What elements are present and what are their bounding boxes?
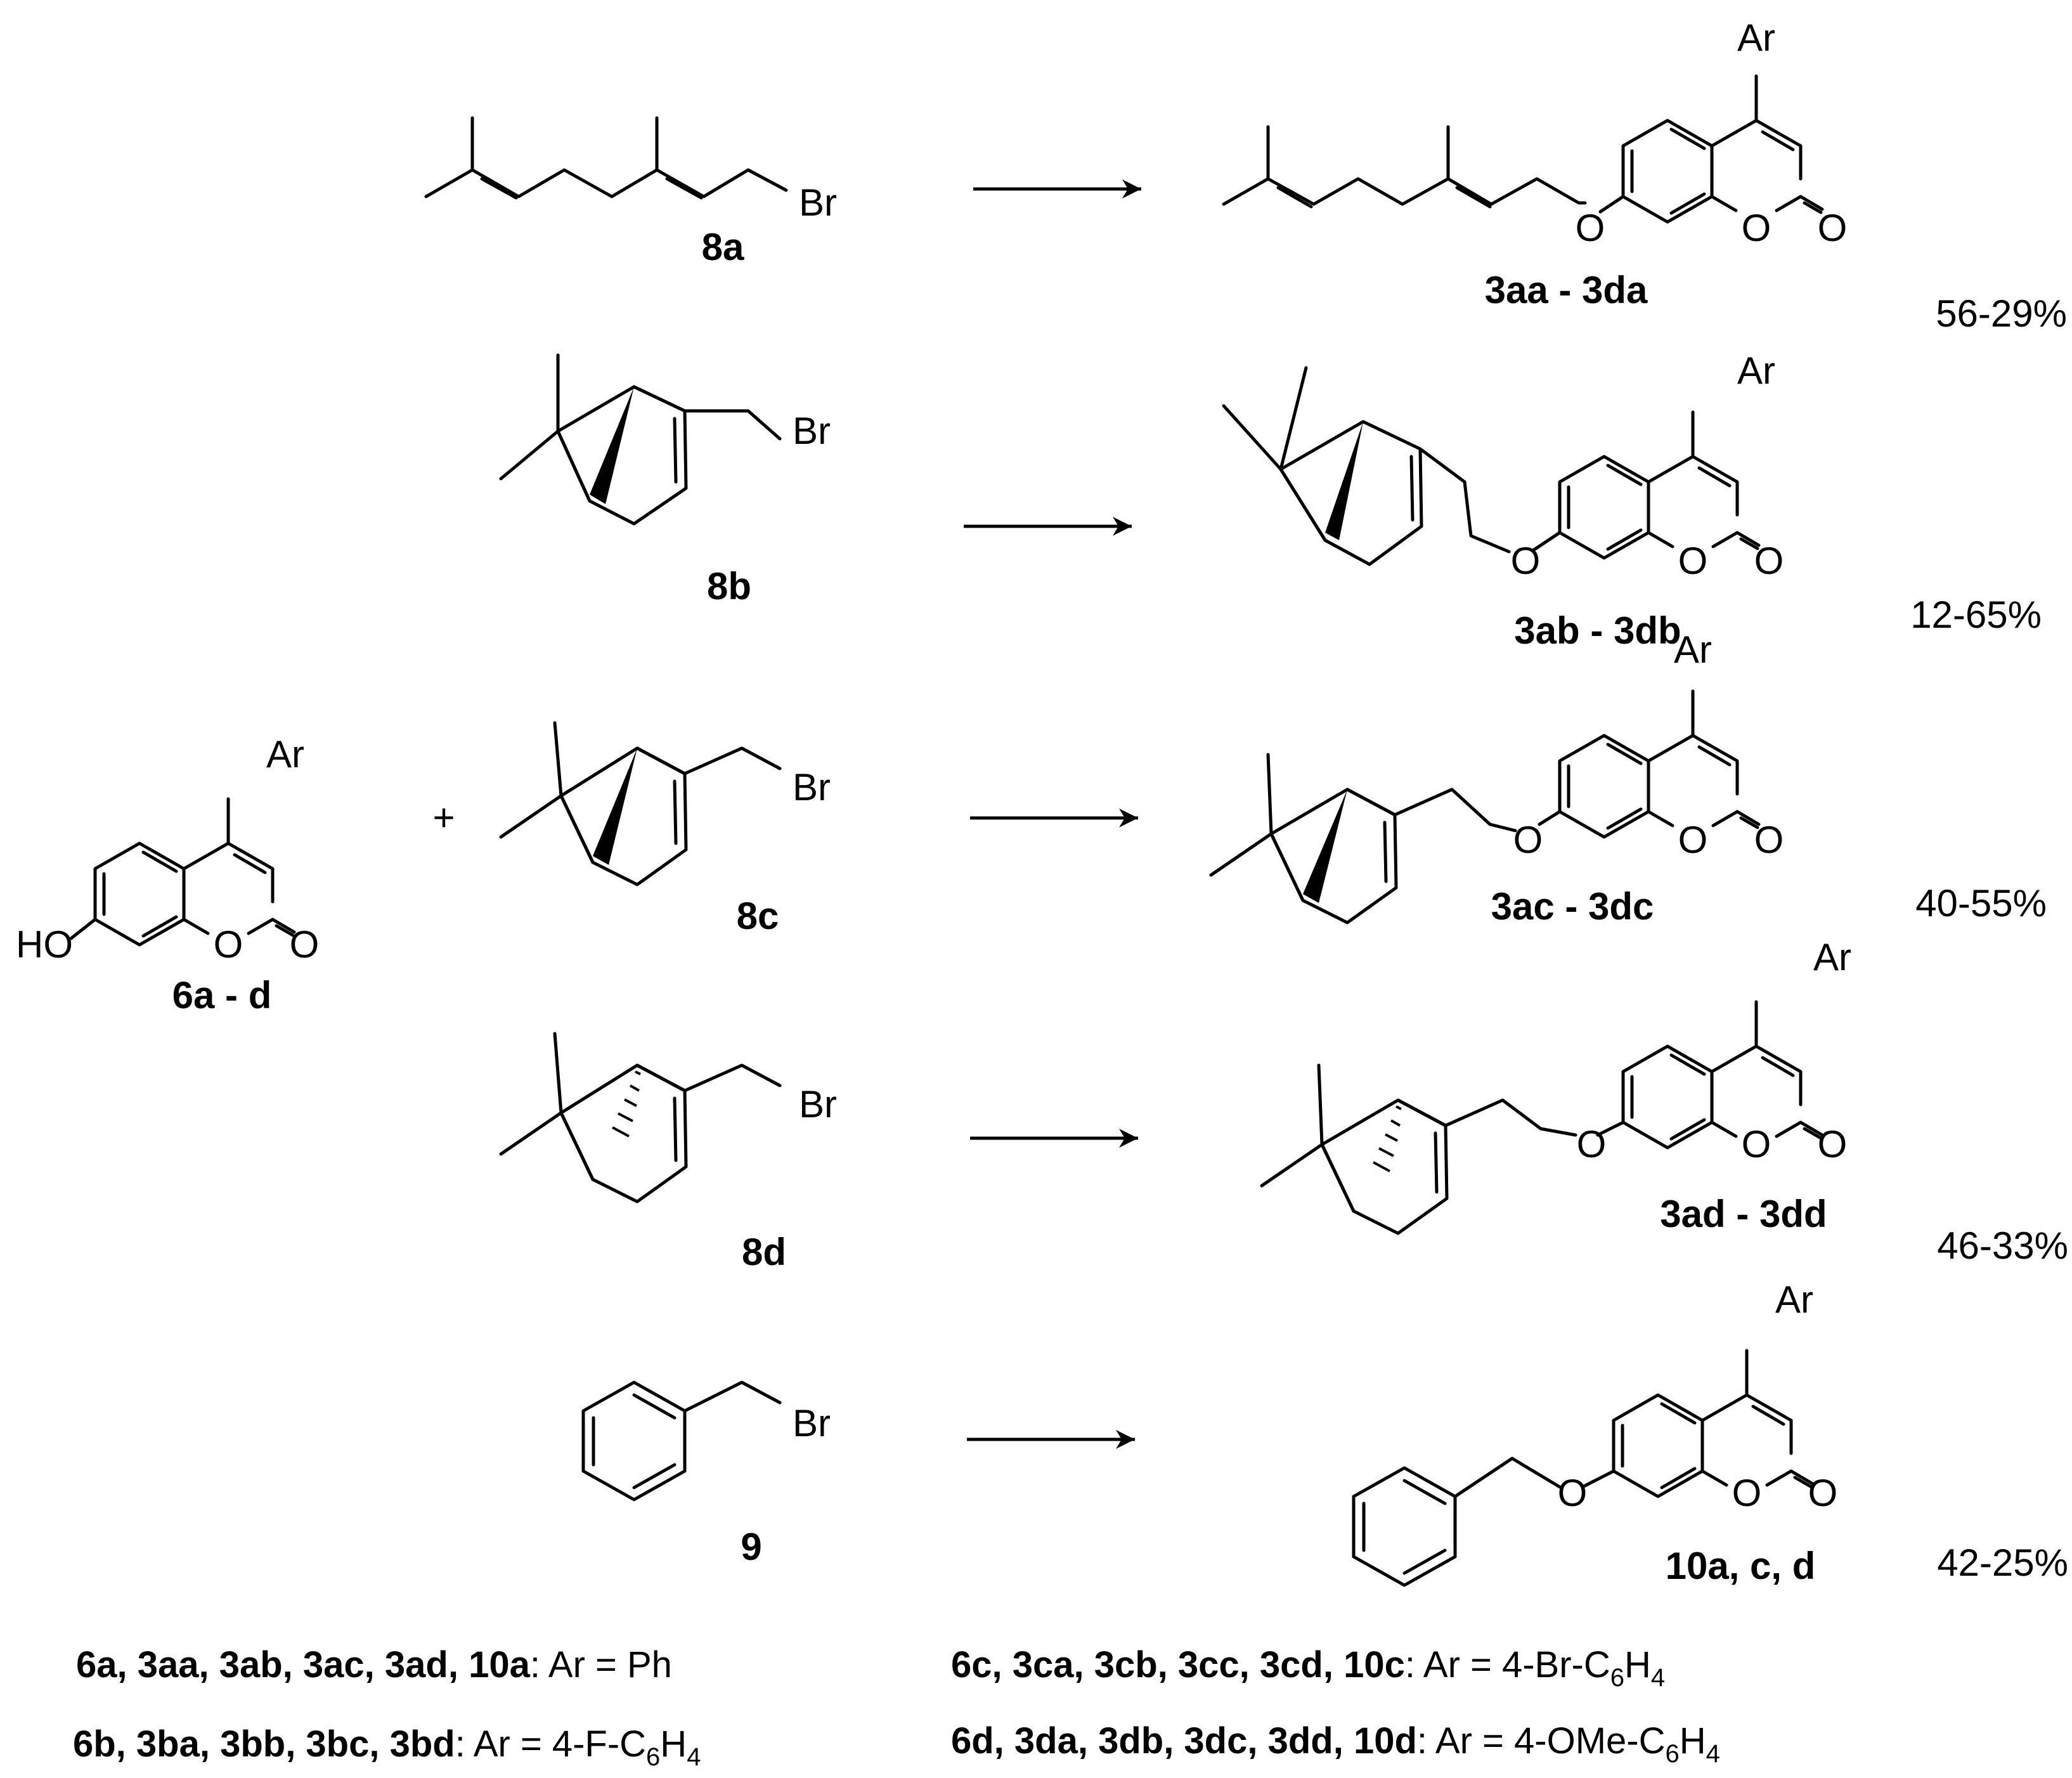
wedge-bond-8b [590, 387, 634, 504]
reagent-9: Br 9 [581, 1380, 831, 1568]
yield-b: 12-65% [1910, 594, 2042, 636]
bromine-atom-8d: Br [799, 1083, 837, 1126]
bromine-atom-8c: Br [793, 766, 831, 808]
reagent-8a: Br 8a [424, 116, 837, 268]
aryl-group-6: Ar [266, 733, 304, 775]
bromine-atom-8b: Br [793, 410, 831, 452]
yield-d: 46-33% [1937, 1224, 2068, 1267]
aryl-group-d: Ar [1813, 936, 1851, 978]
carbonyl-oxygen-c: O [1754, 819, 1784, 861]
bromine-atom-8a: Br [799, 181, 837, 224]
reagent-8c: Br 8c [499, 721, 831, 937]
aryl-group-a: Ar [1737, 16, 1775, 59]
ring-oxygen-a: O [1742, 207, 1771, 249]
product-10: O O O Ar 10a, c, d 42-25% [1352, 1278, 2068, 1587]
label-9: 9 [741, 1526, 761, 1568]
carbonyl-oxygen-e: O [1808, 1472, 1838, 1514]
yield-a: 56-29% [1936, 292, 2067, 335]
label-3ab-3db: 3ab - 3db [1514, 609, 1681, 652]
carbonyl-oxygen-6: O [290, 923, 320, 966]
definition-ar-4-ome-phenyl: 6d, 3da, 3db, 3dc, 3dd, 10d: Ar = 4-OMe-… [951, 1720, 1720, 1768]
aryl-group-c: Ar [1674, 628, 1712, 671]
aryl-group-e: Ar [1775, 1278, 1813, 1321]
ring-oxygen-6: O [214, 923, 243, 966]
yield-c: 40-55% [1915, 882, 2047, 925]
ring-oxygen-c: O [1678, 819, 1708, 861]
carbonyl-oxygen-a: O [1818, 207, 1848, 249]
wedge-bond-8c [593, 748, 637, 865]
label-6a-d: 6a - d [172, 974, 272, 1016]
reagent-8b: Br 8b [499, 353, 831, 607]
plus-sign: + [432, 796, 455, 839]
ether-oxygen-a: O [1576, 207, 1605, 249]
ether-oxygen-d: O [1577, 1123, 1607, 1165]
wedge-bond-3ac [1303, 789, 1347, 903]
wedge-bond-3ab [1325, 422, 1363, 540]
carbonyl-oxygen-d: O [1818, 1123, 1848, 1165]
ring-oxygen-d: O [1742, 1123, 1771, 1165]
definition-ar-4-br-phenyl: 6c, 3ca, 3cb, 3cc, 3cd, 10c: Ar = 4-Br-C… [951, 1644, 1665, 1692]
label-3aa-3da: 3aa - 3da [1485, 269, 1648, 311]
starting-material-6a-d: HO O O Ar 6a - d [16, 733, 319, 1016]
product-3ab-3db: O O O Ar 3ab - 3db 12-65% [1222, 349, 2042, 652]
yield-e: 42-25% [1937, 1541, 2068, 1584]
ether-oxygen-c: O [1513, 819, 1543, 861]
product-3ad-3dd: O O O Ar 3ad - 3dd 46-33% [1260, 936, 2068, 1267]
ether-oxygen-e: O [1558, 1472, 1588, 1514]
label-8a: 8a [702, 226, 744, 268]
label-3ad-3dd: 3ad - 3dd [1660, 1193, 1827, 1235]
label-10: 10a, c, d [1666, 1545, 1816, 1587]
aryl-group-b: Ar [1737, 349, 1775, 392]
carbonyl-oxygen-b: O [1754, 540, 1784, 582]
hydroxyl-group: HO [16, 923, 73, 966]
definition-ar-ph: 6a, 3aa, 3ab, 3ac, 3ad, 10a: Ar = Ph [76, 1644, 672, 1685]
definition-ar-4-f-phenyl: 6b, 3ba, 3bb, 3bc, 3bd: Ar = 4-F-C6H4 [73, 1723, 701, 1771]
label-8c: 8c [737, 895, 779, 937]
bromine-atom-9: Br [793, 1402, 831, 1444]
product-3aa-3da: O O O Ar 3aa - 3da 56-29% [1222, 16, 2067, 335]
hashed-bond-8d [612, 1070, 641, 1138]
ether-oxygen-b: O [1511, 540, 1541, 582]
hashed-bond-3ad [1373, 1105, 1402, 1172]
ring-oxygen-b: O [1678, 540, 1708, 582]
label-3ac-3dc: 3ac - 3dc [1491, 885, 1654, 928]
product-3ac-3dc: O O O Ar 3ac - 3dc 40-55% [1209, 628, 2047, 928]
reagent-8d: Br 8d [499, 1032, 837, 1273]
label-8b: 8b [707, 565, 751, 607]
ring-oxygen-e: O [1732, 1472, 1762, 1514]
label-8d: 8d [742, 1231, 786, 1273]
